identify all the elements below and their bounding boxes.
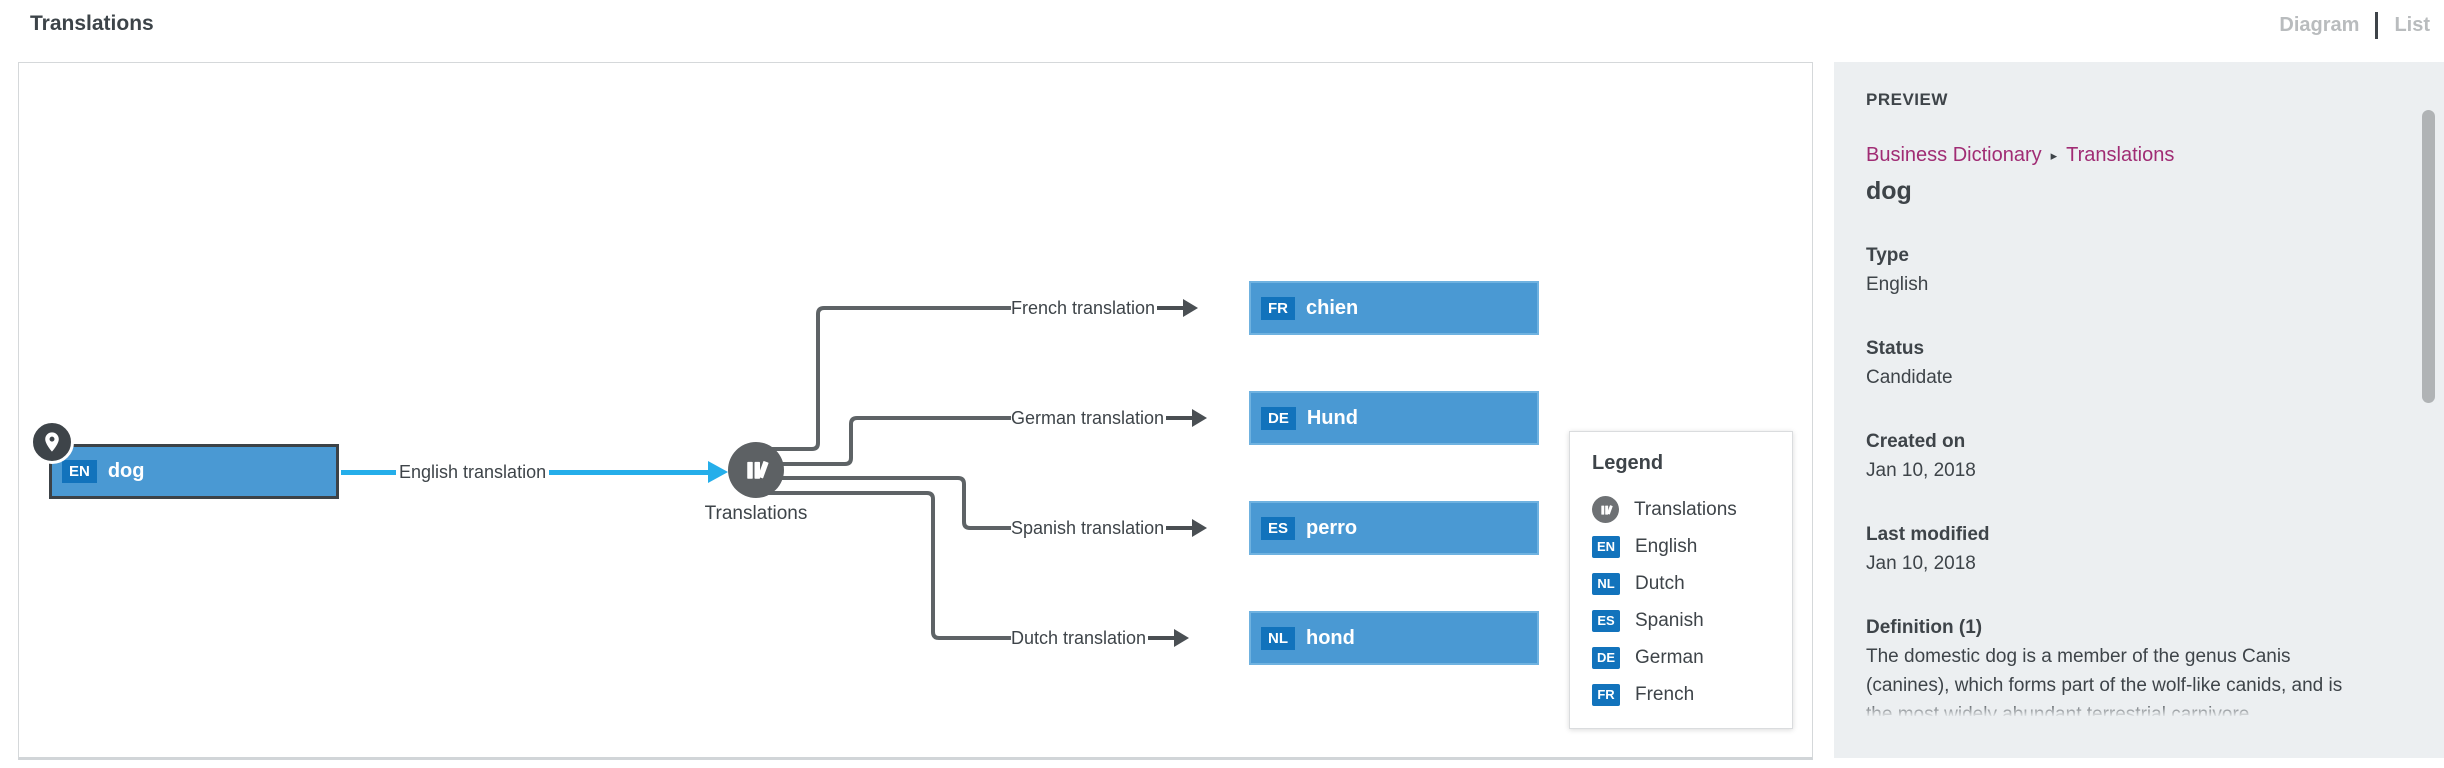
node-dog[interactable]: EN dog bbox=[49, 444, 339, 499]
tab-diagram[interactable]: Diagram bbox=[2279, 14, 2360, 36]
legend-label: Dutch bbox=[1635, 572, 1685, 594]
asset-title: dog bbox=[1866, 177, 1912, 205]
tab-list[interactable]: List bbox=[2394, 14, 2430, 36]
field-definition: Definition (1) The domestic dog is a mem… bbox=[1866, 614, 2354, 716]
field-value: English bbox=[1866, 274, 1929, 295]
view-toggle: Diagram List bbox=[2279, 12, 2430, 39]
node-chien[interactable]: FR chien bbox=[1249, 281, 1539, 335]
legend-label: German bbox=[1635, 646, 1704, 668]
edge-dutch bbox=[749, 491, 1011, 640]
legend-item-dutch: NL Dutch bbox=[1592, 565, 1792, 602]
edge-label: Dutch translation bbox=[1011, 627, 1149, 649]
arrowhead-icon bbox=[708, 461, 728, 483]
preview-panel: PREVIEW Business Dictionary ▸ Translatio… bbox=[1834, 62, 2444, 758]
legend-label: French bbox=[1635, 683, 1695, 705]
legend-box: Legend Translations EN English NL Dutch … bbox=[1569, 431, 1793, 729]
language-badge-en: EN bbox=[62, 460, 97, 483]
node-label: perro bbox=[1306, 516, 1358, 539]
field-created-on: Created on Jan 10, 2018 bbox=[1866, 428, 2354, 485]
top-bar: Translations Diagram List bbox=[0, 0, 2444, 62]
field-label: Last modified bbox=[1866, 524, 1990, 545]
edge-label: English translation bbox=[399, 461, 547, 482]
language-badge-es: ES bbox=[1592, 609, 1620, 632]
field-value: The domestic dog is a member of the genu… bbox=[1866, 642, 2354, 716]
legend-item-french: FR French bbox=[1592, 676, 1792, 713]
arrow-icon bbox=[1166, 409, 1208, 427]
language-badge-nl: NL bbox=[1592, 572, 1620, 595]
field-value: Jan 10, 2018 bbox=[1866, 460, 1976, 481]
legend-item-translations: Translations bbox=[1592, 491, 1792, 528]
node-label: chien bbox=[1306, 296, 1359, 319]
page-title: Translations bbox=[30, 12, 154, 35]
arrow-icon bbox=[1166, 519, 1208, 537]
node-hund[interactable]: DE Hund bbox=[1249, 391, 1539, 445]
legend-item-german: DE German bbox=[1592, 639, 1792, 676]
language-badge-en: EN bbox=[1592, 535, 1620, 558]
scrollbar-thumb[interactable] bbox=[2422, 110, 2435, 403]
preview-heading: PREVIEW bbox=[1866, 90, 1948, 109]
language-badge-de: DE bbox=[1592, 646, 1620, 669]
field-type: Type English bbox=[1866, 242, 2354, 299]
edge-german bbox=[749, 416, 1011, 466]
field-value: Jan 10, 2018 bbox=[1866, 553, 1976, 574]
branch-row-dutch: Dutch translation bbox=[1011, 624, 1190, 652]
legend-label: Translations bbox=[1634, 498, 1737, 520]
field-label: Status bbox=[1866, 338, 1925, 359]
field-value: Candidate bbox=[1866, 367, 1953, 388]
arrow-icon bbox=[1157, 299, 1199, 317]
field-label: Type bbox=[1866, 245, 1909, 266]
breadcrumb-translations[interactable]: Translations bbox=[2066, 144, 2175, 166]
legend-item-english: EN English bbox=[1592, 528, 1792, 565]
branch-row-spanish: Spanish translation bbox=[1011, 514, 1208, 542]
breadcrumb-business-dictionary[interactable]: Business Dictionary bbox=[1866, 144, 2042, 166]
field-label: Created on bbox=[1866, 431, 1966, 452]
edge-french bbox=[749, 306, 1011, 451]
chevron-right-icon: ▸ bbox=[2050, 147, 2058, 163]
node-perro[interactable]: ES perro bbox=[1249, 501, 1539, 555]
arrow-icon bbox=[1148, 629, 1190, 647]
edge-label: German translation bbox=[1011, 407, 1167, 429]
language-badge-fr: FR bbox=[1261, 296, 1295, 320]
branch-row-french: French translation bbox=[1011, 294, 1199, 322]
breadcrumb: Business Dictionary ▸ Translations bbox=[1866, 144, 2354, 167]
edge-english-translation: English translation bbox=[341, 458, 728, 486]
legend-label: Spanish bbox=[1635, 609, 1704, 631]
legend-label: English bbox=[1635, 535, 1698, 557]
node-label: dog bbox=[107, 460, 145, 482]
diagram-canvas[interactable]: EN dog English translation Translations … bbox=[18, 62, 1813, 760]
field-label: Definition (1) bbox=[1866, 617, 1983, 638]
books-circle-icon bbox=[1592, 496, 1619, 523]
language-badge-nl: NL bbox=[1261, 626, 1295, 650]
edge-line bbox=[341, 469, 396, 475]
node-label: Hund bbox=[1306, 406, 1358, 429]
node-hond[interactable]: NL hond bbox=[1249, 611, 1539, 665]
language-badge-fr: FR bbox=[1592, 683, 1620, 706]
legend-title: Legend bbox=[1592, 452, 1664, 474]
legend-item-spanish: ES Spanish bbox=[1592, 602, 1792, 639]
toggle-separator bbox=[2375, 12, 2379, 39]
edge-line bbox=[549, 469, 708, 475]
field-last-modified: Last modified Jan 10, 2018 bbox=[1866, 521, 2354, 578]
node-label: hond bbox=[1306, 626, 1355, 649]
language-badge-es: ES bbox=[1261, 516, 1296, 540]
hub-label: Translations bbox=[704, 503, 808, 524]
edge-label: Spanish translation bbox=[1011, 517, 1167, 539]
edge-label: French translation bbox=[1011, 297, 1158, 319]
location-pin-icon bbox=[30, 420, 74, 464]
books-icon bbox=[747, 461, 769, 479]
node-translations-hub[interactable] bbox=[728, 442, 784, 498]
connector-edges bbox=[749, 306, 1011, 640]
field-status: Status Candidate bbox=[1866, 335, 2354, 392]
branch-row-german: German translation bbox=[1011, 404, 1208, 432]
language-badge-de: DE bbox=[1261, 406, 1296, 430]
edge-spanish bbox=[751, 476, 1011, 530]
